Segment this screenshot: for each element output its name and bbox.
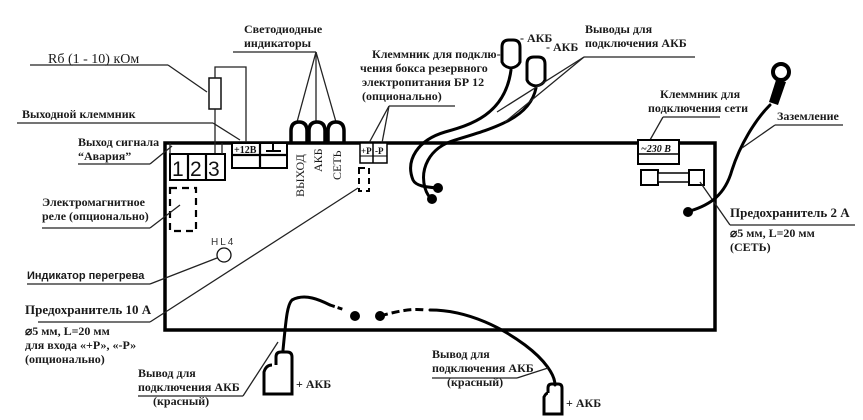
- mains-terminal-line2: подключения сети: [648, 101, 748, 115]
- led-mains-icon: [326, 120, 346, 143]
- hl4-led-icon: [216, 247, 232, 263]
- red-lead-right-line2: подключения АКБ: [432, 361, 534, 375]
- plus-12v-label: +12В: [234, 145, 257, 156]
- battery-negative-leads: - АКБ - АКБ Выводы для подключения АКБ: [409, 22, 695, 204]
- led-indicators: Светодиодные индикаторы ВЫХОД АКБ СЕТЬ: [233, 22, 346, 197]
- fuse-10a-line1: ⌀5 мм, L=20 мм: [25, 324, 110, 338]
- fuse-10a-outline: [358, 167, 370, 192]
- connection-point: [433, 183, 443, 193]
- led-title-line2: индикаторы: [244, 36, 312, 50]
- relay: Электромагнитное реле (опционально): [42, 186, 198, 233]
- fuse-10a-line2: для входа «+Р», «-Р»: [25, 338, 136, 352]
- board-outline: [163, 141, 717, 332]
- pin-plus-p: +P: [361, 146, 372, 156]
- red-lead-right-line3: (красный): [447, 375, 503, 389]
- backup-power-terminal: Клеммник для подклю- чения бокса резервн…: [359, 47, 501, 164]
- mains-terminal-box: [637, 139, 680, 165]
- fuse-2a-line2: (СЕТЬ): [730, 240, 771, 254]
- fuse-10a-title: Предохранитель 10 А: [25, 302, 152, 317]
- alarm-output: Выход сигнала “Авария”: [78, 135, 173, 165]
- overheat-label: Индикатор перегрева: [27, 270, 145, 282]
- relay-label-line1: Электромагнитное: [42, 195, 146, 209]
- ring-terminal-icon: [771, 62, 791, 82]
- led-label-output: ВЫХОД: [293, 154, 307, 197]
- ground-symbol-icon: [266, 144, 281, 152]
- leader-line: [212, 122, 241, 141]
- output-terminal: Выходной клеммник 1 2 3 +12В: [17, 107, 288, 181]
- ground-lead: Заземление: [683, 62, 843, 217]
- backup-terminal-line3: электропитания БР 12: [362, 75, 484, 89]
- output-terminal-label: Выходной клеммник: [22, 107, 136, 121]
- battery-terminal-pos2-icon: [542, 382, 564, 416]
- pin-2: 2: [190, 158, 202, 181]
- ground-wire: [688, 103, 772, 213]
- pos-akb-label-2: + АКБ: [566, 396, 601, 410]
- neg-akb-label-2: - АКБ: [546, 40, 578, 54]
- pin-minus-p: -P: [375, 146, 384, 156]
- backup-terminal-line1: Клеммник для подклю-: [372, 47, 501, 61]
- connection-point: [350, 311, 360, 321]
- hl4-designator: HL4: [211, 237, 235, 248]
- red-lead-left-line1: Вывод для: [138, 366, 196, 380]
- backup-terminal-line4: (опционально): [362, 89, 442, 103]
- fuse-2a-body: [688, 169, 705, 186]
- red-lead-left-line3: (красный): [153, 394, 209, 408]
- crimp-sleeve: [769, 80, 786, 105]
- mains-voltage-label: ~230 В: [641, 144, 671, 155]
- resistor-rb: Rб (1 - 10) кОм: [30, 52, 247, 155]
- fuse-2a: Предохранитель 2 А ⌀5 мм, L=20 мм (СЕТЬ): [640, 169, 855, 254]
- alarm-output-line2: “Авария”: [78, 149, 131, 163]
- pos-akb-label-1: + АКБ: [296, 377, 331, 391]
- led-label-mains: СЕТЬ: [330, 150, 344, 180]
- led-output-icon: [289, 120, 309, 143]
- led-title-line1: Светодиодные: [244, 22, 323, 36]
- red-lead-right-line1: Вывод для: [432, 347, 490, 361]
- neg-akb-label-1: - АКБ: [520, 31, 552, 45]
- battery-terminal-neg1-icon: [500, 38, 522, 70]
- pin-1: 1: [172, 158, 184, 181]
- battery-terminal-pos1-icon: [262, 350, 294, 396]
- backup-terminal-line2: чения бокса резервного: [360, 61, 488, 75]
- fuse-10a-line3: (опционально): [25, 352, 105, 366]
- led-label-battery: АКБ: [311, 148, 325, 172]
- ground-label: Заземление: [777, 109, 840, 123]
- ground-connection-point: [683, 207, 693, 217]
- resistor-label: Rб (1 - 10) кОм: [48, 52, 139, 67]
- battery-pos-wire-2: [428, 308, 557, 387]
- overheat-indicator: HL4 Индикатор перегрева: [27, 237, 235, 285]
- alarm-output-line1: Выход сигнала: [78, 135, 159, 149]
- fuse-2a-line1: ⌀5 мм, L=20 мм: [730, 226, 815, 240]
- resistor-wire: [214, 66, 247, 143]
- resistor-body: [208, 77, 222, 110]
- pin-3: 3: [208, 158, 220, 181]
- relay-outline: [168, 186, 198, 233]
- fuse-2a-title: Предохранитель 2 А: [730, 205, 850, 220]
- red-lead-left-line2: подключения АКБ: [138, 380, 240, 394]
- battery-leads-title-line1: Выводы для: [585, 22, 653, 36]
- mains-terminal-line1: Клеммник для: [660, 87, 741, 101]
- battery-pos-wire-1: [281, 295, 332, 352]
- connection-point: [427, 194, 437, 204]
- battery-leads-title-line2: подключения АКБ: [585, 36, 687, 50]
- relay-label-line2: реле (опционально): [42, 209, 149, 223]
- terminal-block-123: [169, 153, 226, 181]
- leader-line: [167, 64, 208, 93]
- battery-positive-leads: + АКБ + АКБ: [262, 295, 601, 416]
- battery-neg-wire-1: [409, 68, 513, 190]
- battery-neg-wire-2: [422, 86, 538, 202]
- battery-lead-red-callout-left: Вывод для подключения АКБ (красный): [138, 341, 279, 408]
- mains-terminal: Клеммник для подключения сети ~230 В: [637, 87, 748, 165]
- led-battery-icon: [307, 120, 327, 143]
- fuse-10a: Предохранитель 10 А ⌀5 мм, L=20 мм для в…: [25, 167, 370, 366]
- battery-lead-red-callout-right: Вывод для подключения АКБ (красный): [432, 347, 549, 389]
- battery-terminal-neg2-icon: [525, 55, 547, 88]
